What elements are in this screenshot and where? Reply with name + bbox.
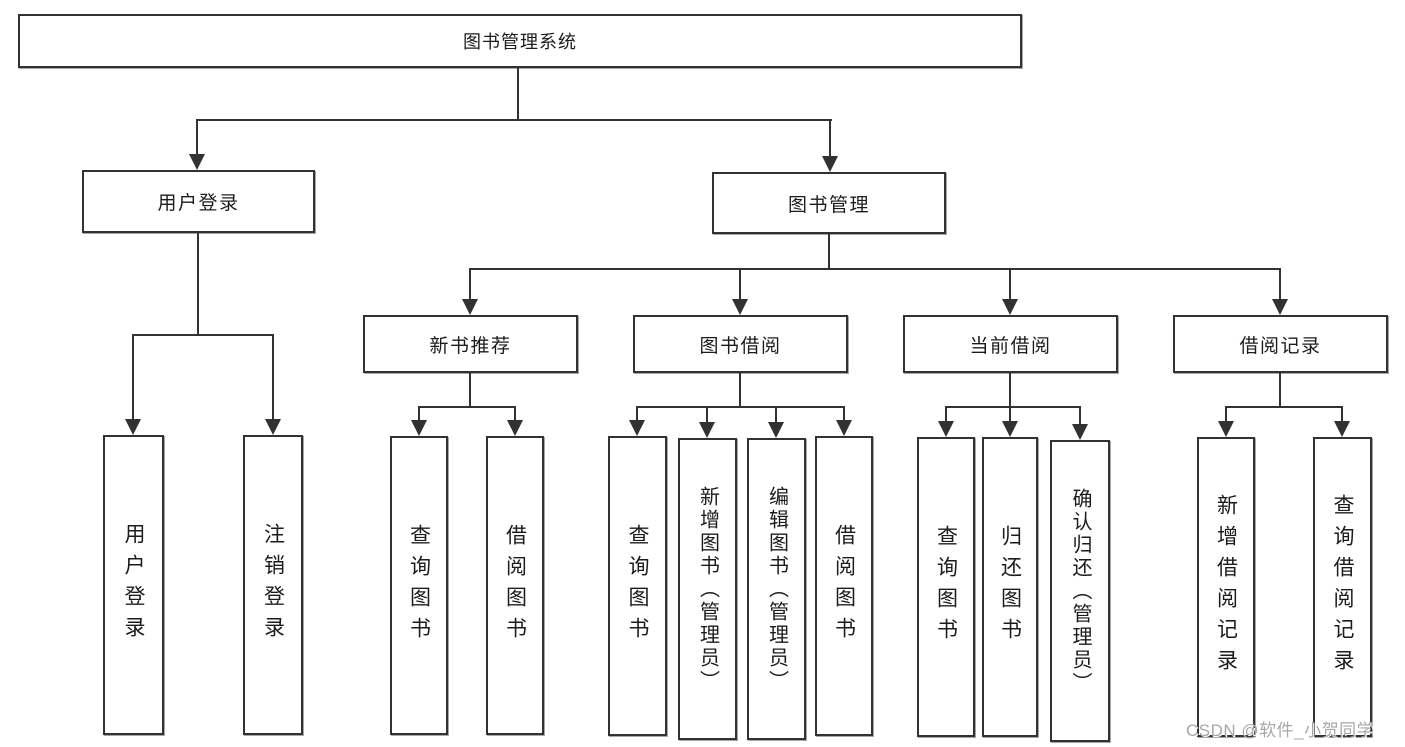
connector-to-leaf-user-login	[132, 334, 134, 419]
node-borrow-records-label: 借阅记录	[1239, 335, 1322, 357]
node-leaf-add-borrow-record-label: 新增借阅记录	[1214, 494, 1238, 680]
connector-current-stem	[1009, 372, 1011, 408]
node-leaf-query-borrow-record: 查询借阅记录	[1313, 437, 1372, 737]
node-book-management-label: 图书管理	[787, 194, 870, 216]
connector-root-to-user-login	[196, 119, 198, 154]
connector-root-crossbar	[196, 119, 832, 121]
connector-to-confirm-return	[1079, 406, 1081, 424]
arrow-down-icon	[1002, 299, 1018, 315]
node-leaf-recommend-query-books: 查询图书	[390, 436, 448, 735]
node-current-borrow: 当前借阅	[903, 315, 1118, 373]
node-user-login-branch-label: 用户登录	[157, 193, 240, 214]
node-user-login-branch: 用户登录	[82, 170, 315, 233]
node-new-book-recommend: 新书推荐	[363, 315, 578, 373]
connector-to-recommend-query	[418, 406, 420, 420]
arrow-down-icon	[629, 420, 645, 436]
node-leaf-confirm-return-admin-label: 确认归还（管理员）	[1069, 487, 1091, 695]
connector-to-return-books	[1009, 406, 1011, 421]
connector-recommend-stem	[469, 372, 471, 408]
node-book-borrow: 图书借阅	[633, 315, 848, 373]
connector-records-crossbar	[1225, 406, 1343, 408]
arrow-down-icon	[1334, 421, 1350, 437]
connector-book-mgmt-crossbar	[469, 268, 1281, 270]
connector-to-recommend-borrow	[514, 406, 516, 420]
arrow-down-icon	[265, 419, 281, 435]
node-leaf-confirm-return-admin: 确认归还（管理员）	[1050, 440, 1110, 742]
node-root: 图书管理系统	[18, 14, 1022, 68]
node-leaf-return-books-label: 归还图书	[998, 525, 1022, 649]
arrow-down-icon	[462, 299, 478, 315]
arrow-down-icon	[1218, 421, 1234, 437]
arrow-down-icon	[1072, 424, 1088, 440]
arrow-down-icon	[732, 299, 748, 315]
node-root-label: 图书管理系统	[463, 32, 577, 52]
connector-book-mgmt-stem	[828, 233, 830, 270]
node-leaf-return-books: 归还图书	[982, 437, 1038, 737]
arrow-down-icon	[125, 419, 141, 435]
node-leaf-edit-books-admin: 编辑图书（管理员）	[747, 438, 806, 740]
arrow-down-icon	[699, 422, 715, 438]
connector-to-borrow-records	[1279, 268, 1281, 299]
node-leaf-user-login: 用户登录	[103, 435, 164, 735]
arrow-down-icon	[1272, 299, 1288, 315]
connector-to-add-record	[1225, 406, 1227, 421]
arrow-down-icon	[507, 420, 523, 436]
connector-to-current-borrow	[1009, 268, 1011, 299]
connector-to-borrow-query	[636, 406, 638, 420]
connector-to-leaf-logout	[272, 334, 274, 419]
connector-to-add-books	[706, 406, 708, 422]
arrow-down-icon	[768, 422, 784, 438]
connector-root-stem	[517, 67, 519, 120]
node-leaf-query-borrow-record-label: 查询借阅记录	[1331, 494, 1354, 680]
node-leaf-current-query-books: 查询图书	[917, 437, 975, 737]
node-book-management: 图书管理	[712, 172, 946, 234]
connector-to-new-book-recommend	[469, 268, 471, 299]
node-leaf-recommend-borrow-books-label: 借阅图书	[503, 523, 527, 648]
node-leaf-recommend-borrow-books: 借阅图书	[486, 436, 544, 735]
arrow-down-icon	[836, 420, 852, 436]
connector-recommend-crossbar	[418, 406, 516, 408]
arrow-down-icon	[822, 156, 838, 172]
arrow-down-icon	[189, 154, 205, 170]
arrow-down-icon	[411, 420, 427, 436]
node-leaf-add-books-admin-label: 新增图书（管理员）	[696, 485, 719, 693]
connector-to-edit-books	[775, 406, 777, 422]
node-leaf-add-books-admin: 新增图书（管理员）	[678, 438, 737, 740]
node-new-book-recommend-label: 新书推荐	[429, 335, 512, 357]
connector-user-login-crossbar	[132, 334, 274, 336]
connector-to-book-borrow	[739, 268, 741, 299]
connector-root-to-book-mgmt	[829, 119, 831, 156]
connector-user-login-stem	[197, 232, 199, 336]
connector-to-borrow-books	[843, 406, 845, 420]
connector-to-current-query	[945, 406, 947, 421]
node-book-borrow-label: 图书借阅	[699, 335, 782, 357]
node-leaf-borrow-books-label: 借阅图书	[832, 524, 856, 648]
node-leaf-borrow-query-books-label: 查询图书	[626, 524, 649, 648]
connector-records-stem	[1279, 372, 1281, 408]
node-leaf-recommend-query-books-label: 查询图书	[407, 523, 431, 648]
node-borrow-records: 借阅记录	[1173, 315, 1388, 373]
csdn-watermark: CSDN @软件_小贺同学	[1186, 721, 1375, 740]
arrow-down-icon	[938, 421, 954, 437]
node-current-borrow-label: 当前借阅	[969, 335, 1052, 357]
connector-borrow-crossbar	[636, 406, 845, 408]
arrow-down-icon	[1002, 421, 1018, 437]
node-leaf-borrow-books: 借阅图书	[815, 436, 873, 736]
node-leaf-add-borrow-record: 新增借阅记录	[1197, 437, 1255, 737]
node-leaf-edit-books-admin-label: 编辑图书（管理员）	[765, 485, 788, 693]
connector-borrow-stem	[739, 372, 741, 408]
node-leaf-logout: 注销登录	[243, 435, 303, 735]
node-leaf-logout-label: 注销登录	[261, 523, 285, 647]
node-leaf-user-login-label: 用户登录	[122, 523, 145, 647]
connector-current-crossbar	[945, 406, 1081, 408]
node-leaf-current-query-books-label: 查询图书	[934, 525, 958, 649]
node-leaf-borrow-query-books: 查询图书	[608, 436, 667, 736]
connector-to-query-record	[1341, 406, 1343, 421]
